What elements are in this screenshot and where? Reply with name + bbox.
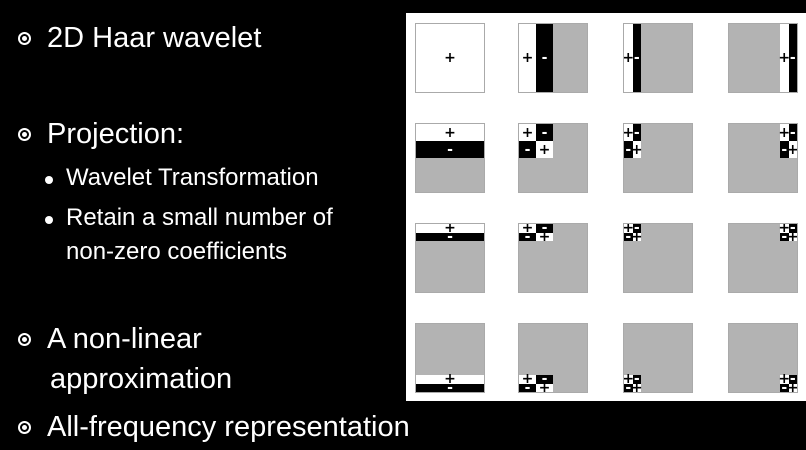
haar-basis-cell: +	[415, 23, 485, 93]
basis-negative-region: -	[788, 371, 797, 388]
basis-negative-region: -	[780, 379, 789, 393]
haar-basis-cell: +-	[415, 223, 485, 293]
basis-negative-region: -	[519, 141, 536, 158]
basis-positive-region: +	[624, 24, 634, 92]
haar-basis-cell: +-	[415, 123, 485, 193]
bullet-icon	[18, 127, 31, 141]
basis-positive-region: +	[786, 141, 798, 158]
basis-negative-region: -	[519, 381, 536, 392]
basis-negative-region: -	[632, 371, 641, 388]
basis-positive-region: +	[416, 224, 484, 235]
sub-bullet-retain-line2: non-zero coefficients	[66, 238, 288, 265]
basis-negative-region: -	[416, 381, 484, 392]
haar-basis-cell: +--+	[728, 323, 798, 393]
basis-positive-region: +	[416, 24, 484, 92]
bullet-icon	[18, 31, 31, 45]
basis-negative-region: -	[416, 230, 484, 243]
bullet-icon	[18, 420, 31, 434]
basis-negative-region: -	[780, 228, 789, 245]
basis-positive-region: +	[778, 371, 791, 388]
basis-negative-region: -	[632, 124, 641, 141]
basis-negative-region: -	[536, 24, 553, 92]
basis-positive-region: +	[623, 124, 635, 141]
haar-basis-cell: +--+	[623, 123, 693, 193]
bullet-allfreq-text: All-frequency representation	[47, 411, 410, 443]
basis-positive-region: +	[786, 228, 798, 245]
haar-basis-cell: +--+	[728, 223, 798, 293]
basis-negative-region: -	[624, 228, 633, 245]
basis-positive-region: +	[536, 381, 553, 392]
basis-positive-region: +	[630, 141, 643, 158]
sub-bullet-wavelet-transformation: Wavelet Transformation	[66, 164, 319, 191]
haar-basis-cell: +-	[518, 23, 588, 93]
basis-negative-region: -	[632, 223, 641, 237]
basis-positive-region: +	[416, 373, 484, 386]
basis-negative-region: -	[780, 141, 789, 158]
bullet-nonlinear-text: A non-linear	[47, 323, 202, 355]
basis-positive-region: +	[778, 124, 791, 141]
basis-positive-region: +	[778, 223, 791, 237]
haar-basis-panel: ++-+-+-+-+--++--++--++-+--++--++--++-+--…	[406, 13, 806, 401]
bullet-projection-text: Projection:	[47, 118, 185, 150]
haar-basis-cell: +--+	[518, 223, 588, 293]
haar-basis-cell: +--+	[623, 323, 693, 393]
basis-positive-region: +	[416, 124, 484, 141]
haar-basis-cell: +--+	[728, 123, 798, 193]
basis-positive-region: +	[519, 373, 536, 386]
basis-negative-region: -	[624, 379, 633, 393]
sub-bullet-retain-line1: Retain a small number of	[66, 204, 333, 231]
basis-positive-region: +	[519, 224, 536, 235]
bullet-icon	[18, 332, 31, 346]
basis-negative-region: -	[536, 124, 553, 141]
haar-basis-cell: +--+	[518, 123, 588, 193]
basis-negative-region: -	[416, 141, 484, 158]
basis-positive-region: +	[536, 230, 553, 243]
haar-basis-cell: +-	[415, 323, 485, 393]
basis-negative-region: -	[536, 224, 553, 235]
bullet-allfreq: All-frequency representation	[18, 410, 410, 444]
basis-negative-region: -	[788, 124, 797, 141]
basis-negative-region: -	[632, 24, 641, 92]
basis-negative-region: -	[788, 223, 797, 237]
bullet-haar-text: 2D Haar wavelet	[47, 22, 262, 54]
basis-negative-region: -	[624, 141, 633, 158]
basis-negative-region: -	[536, 373, 553, 386]
basis-positive-region: +	[623, 223, 635, 237]
basis-negative-region: -	[519, 230, 536, 243]
basis-positive-region: +	[623, 371, 635, 388]
sub-bullet-icon	[45, 176, 53, 184]
sub-bullet-icon	[45, 216, 53, 224]
basis-positive-region: +	[519, 124, 536, 141]
basis-positive-region: +	[778, 24, 790, 92]
haar-basis-cell: +-	[623, 23, 693, 93]
bullet-projection: Projection:	[18, 117, 184, 151]
bullet-nonlinear-line2: approximation	[50, 363, 233, 395]
bullet-nonlinear: A non-linear	[18, 322, 202, 356]
basis-negative-region: -	[788, 24, 797, 92]
haar-basis-cell: +--+	[623, 223, 693, 293]
haar-basis-cell: +--+	[518, 323, 588, 393]
basis-positive-region: +	[630, 379, 643, 393]
basis-positive-region: +	[630, 228, 643, 245]
basis-positive-region: +	[536, 141, 553, 158]
basis-positive-region: +	[519, 24, 536, 92]
bullet-haar: 2D Haar wavelet	[18, 21, 261, 55]
haar-basis-cell: +-	[728, 23, 798, 93]
basis-positive-region: +	[786, 379, 798, 393]
